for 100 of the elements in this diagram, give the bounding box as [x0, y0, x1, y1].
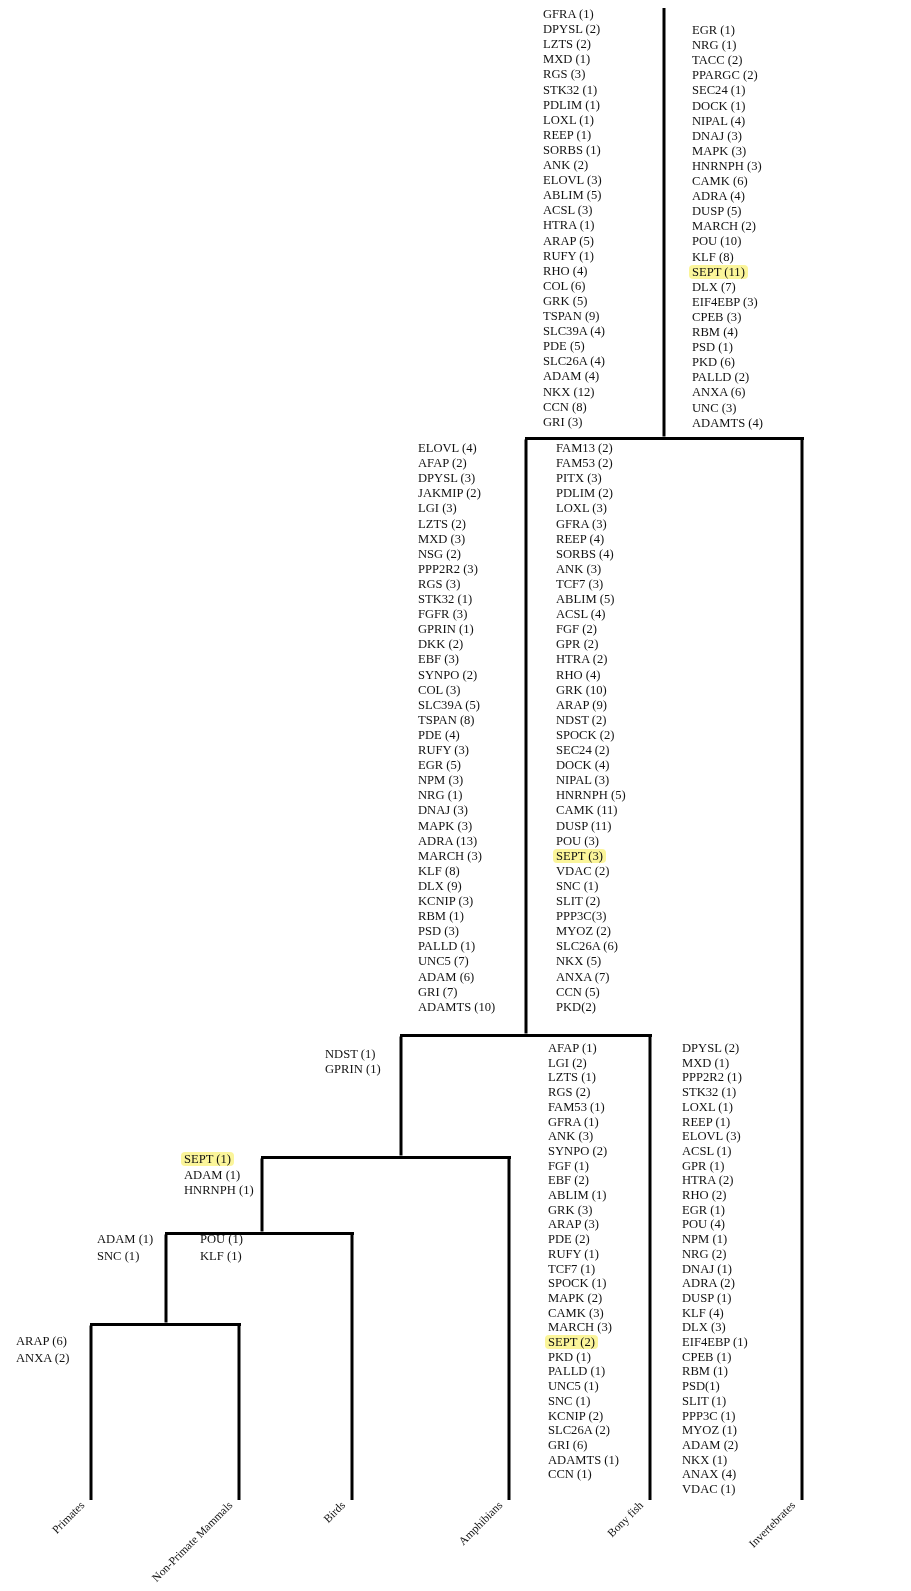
gene-label: ANXA (2) [15, 1351, 71, 1365]
gene-label: TSPAN (9) [542, 309, 601, 323]
tree-branch-line [399, 1036, 403, 1156]
highlighted-gene-label: SEPT (1) [181, 1152, 234, 1166]
gene-label: SLIT (1) [681, 1393, 728, 1408]
gene-label: COL (6) [542, 278, 587, 293]
gene-label: SORBS (4) [555, 546, 615, 561]
gene-label: REEP (4) [555, 531, 606, 546]
gene-label: FGFR (3) [417, 607, 469, 622]
gene-label: DPYSL (3) [417, 471, 477, 486]
gene-label: GRI (6) [547, 1437, 589, 1452]
gene-label: POU (10) [691, 234, 743, 249]
tree-branch-line [164, 1234, 168, 1323]
gene-label: AFAP (2) [417, 456, 468, 471]
gene-label: GPR (1) [681, 1158, 726, 1173]
gene-label: ABLIM (5) [555, 592, 616, 606]
gene-label: ARAP (9) [555, 697, 608, 712]
tree-branch-line [507, 1158, 511, 1500]
gene-label: DKK (2) [417, 637, 465, 652]
gene-label: PALLD (1) [547, 1364, 607, 1379]
gene-label: GFRA (3) [555, 516, 608, 531]
gene-label: PALLD (2) [691, 370, 751, 385]
gene-label: NDST (1) [324, 1047, 377, 1061]
gene-label: KLF (4) [681, 1305, 725, 1320]
gene-label: RUFY (1) [542, 248, 595, 263]
gene-label: RHO (2) [681, 1188, 728, 1202]
gene-label: VDAC (1) [681, 1482, 737, 1496]
gene-label: GPR (2) [555, 637, 600, 652]
gene-label: EGR (1) [691, 23, 737, 37]
tree-branch-line [524, 439, 528, 1034]
gene-label: GPRIN (1) [324, 1062, 382, 1077]
gene-label: GRI (3) [542, 414, 584, 429]
gene-label: ANAX (4) [681, 1467, 738, 1482]
gene-label: SLC39A (4) [542, 324, 606, 339]
gene-label: ADAM (1) [96, 1232, 155, 1246]
gene-label: ANXA (7) [555, 969, 611, 984]
gene-label: ELOVL (4) [417, 441, 478, 455]
gene-label: ARAP (5) [542, 233, 595, 248]
gene-label: GRI (7) [417, 984, 459, 999]
gene-label: PDE (2) [547, 1232, 591, 1247]
gene-label: LGI (3) [417, 501, 458, 516]
gene-label: DOCK (4) [555, 758, 611, 773]
gene-label: SNC (1) [555, 878, 600, 893]
gene-label: EBF (2) [547, 1173, 590, 1188]
gene-label: DNAJ (1) [681, 1261, 734, 1276]
gene-label: SNC (1) [547, 1393, 592, 1408]
gene-label: MARCH (2) [691, 219, 758, 234]
gene-label: KLF (1) [199, 1249, 243, 1263]
gene-label: NPM (3) [417, 773, 465, 788]
gene-label: SLIT (2) [555, 894, 602, 908]
gene-label: RGS (2) [547, 1085, 592, 1100]
gene-label: HTRA (2) [555, 652, 609, 667]
gene-label: PDE (5) [542, 339, 586, 354]
gene-label: TSPAN (8) [417, 712, 476, 727]
gene-label: SPOCK (2) [555, 727, 616, 742]
gene-label: TACC (2) [691, 53, 744, 68]
gene-label: NSG (2) [417, 546, 463, 561]
gene-label: COL (3) [417, 682, 462, 697]
gene-label: HNRNPH (1) [183, 1183, 255, 1198]
gene-label: ADAMTS (4) [691, 415, 764, 430]
gene-label: ADRA (13) [417, 833, 479, 848]
gene-label: ELOVL (3) [542, 173, 603, 188]
tree-branch-line [260, 1158, 264, 1232]
gene-label: PPARGC (2) [691, 68, 759, 83]
tree-branch-line [662, 8, 666, 437]
gene-label: RUFY (3) [417, 743, 470, 757]
gene-label: FGF (1) [547, 1158, 590, 1173]
gene-label: ANK (3) [547, 1129, 595, 1144]
gene-label: NPM (1) [681, 1232, 729, 1247]
gene-label: MYOZ (2) [555, 924, 612, 939]
gene-label: PSD (1) [691, 340, 734, 355]
gene-label: REEP (1) [542, 127, 593, 142]
gene-label: ADAM (4) [542, 369, 601, 384]
gene-label: TCF7 (3) [555, 576, 605, 591]
gene-label: NIPAL (4) [691, 113, 747, 128]
gene-label: CAMK (6) [691, 174, 749, 188]
gene-label: MAPK (3) [417, 818, 474, 833]
gene-label: DNAJ (3) [691, 128, 744, 143]
gene-label: UNC5 (7) [417, 954, 470, 969]
gene-label: PPP3C(3) [555, 909, 608, 924]
gene-label: POU (3) [555, 833, 601, 848]
gene-label: CPEB (1) [681, 1349, 733, 1364]
gene-label: DLX (3) [681, 1320, 727, 1335]
highlighted-gene-label: SEPT (11) [689, 264, 748, 279]
branch-junction-bar [89, 1322, 241, 1326]
gene-label: LZTS (2) [417, 516, 467, 531]
gene-label: PKD(2) [555, 999, 597, 1014]
gene-label: POU (4) [681, 1217, 727, 1232]
gene-label: SYNPO (2) [417, 667, 479, 682]
gene-label: TCF7 (1) [547, 1261, 597, 1276]
gene-label: RBM (1) [681, 1364, 729, 1379]
gene-label: FAM53 (2) [555, 456, 614, 471]
gene-label: SEC24 (1) [691, 83, 747, 98]
gene-label: SLC26A (6) [555, 939, 619, 954]
branch-junction-bar [399, 1033, 652, 1037]
gene-label: ACSL (3) [542, 203, 594, 218]
gene-label: ABLIM (1) [547, 1188, 608, 1202]
gene-label: HNRNPH (3) [691, 158, 763, 173]
branch-junction-bar [260, 1155, 511, 1159]
gene-label: PDLIM (1) [542, 97, 602, 112]
